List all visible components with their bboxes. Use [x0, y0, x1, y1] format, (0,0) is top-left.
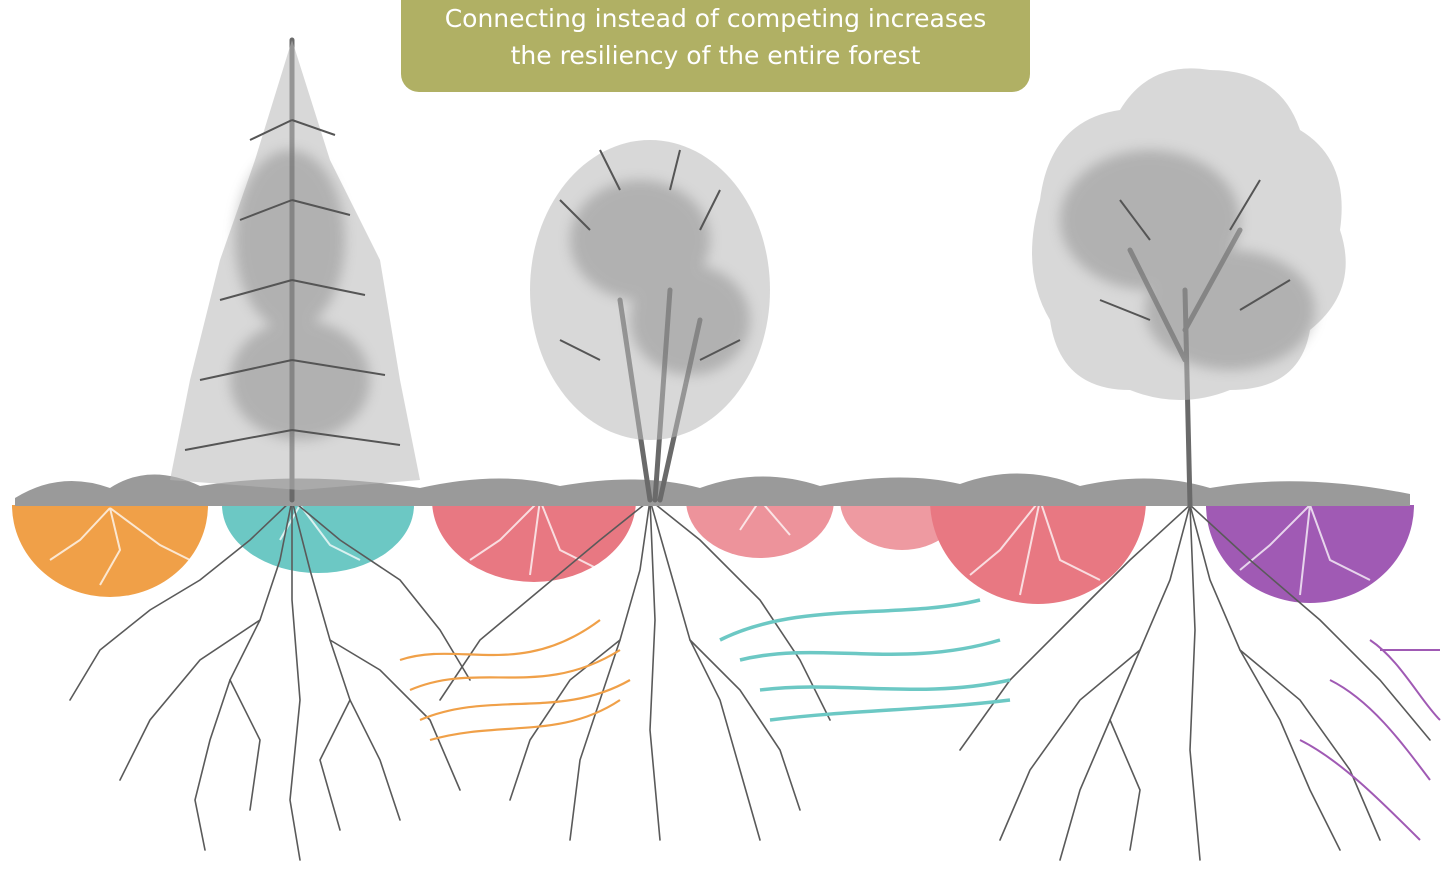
teal-connections — [720, 600, 1010, 720]
root-zone-orange — [12, 505, 208, 597]
round-crown-tree-icon — [1032, 68, 1346, 400]
conifer-icon — [170, 40, 420, 490]
root-zone-red-4 — [930, 500, 1146, 604]
caption-line-2: the resiliency of the entire forest — [401, 37, 1030, 74]
broadleaf-tree-icon — [530, 140, 770, 440]
root-zone-purple — [1206, 505, 1414, 603]
caption-line-1: Connecting instead of competing increase… — [401, 0, 1030, 37]
orange-connections — [400, 620, 630, 740]
caption-banner: Connecting instead of competing increase… — [401, 0, 1030, 92]
